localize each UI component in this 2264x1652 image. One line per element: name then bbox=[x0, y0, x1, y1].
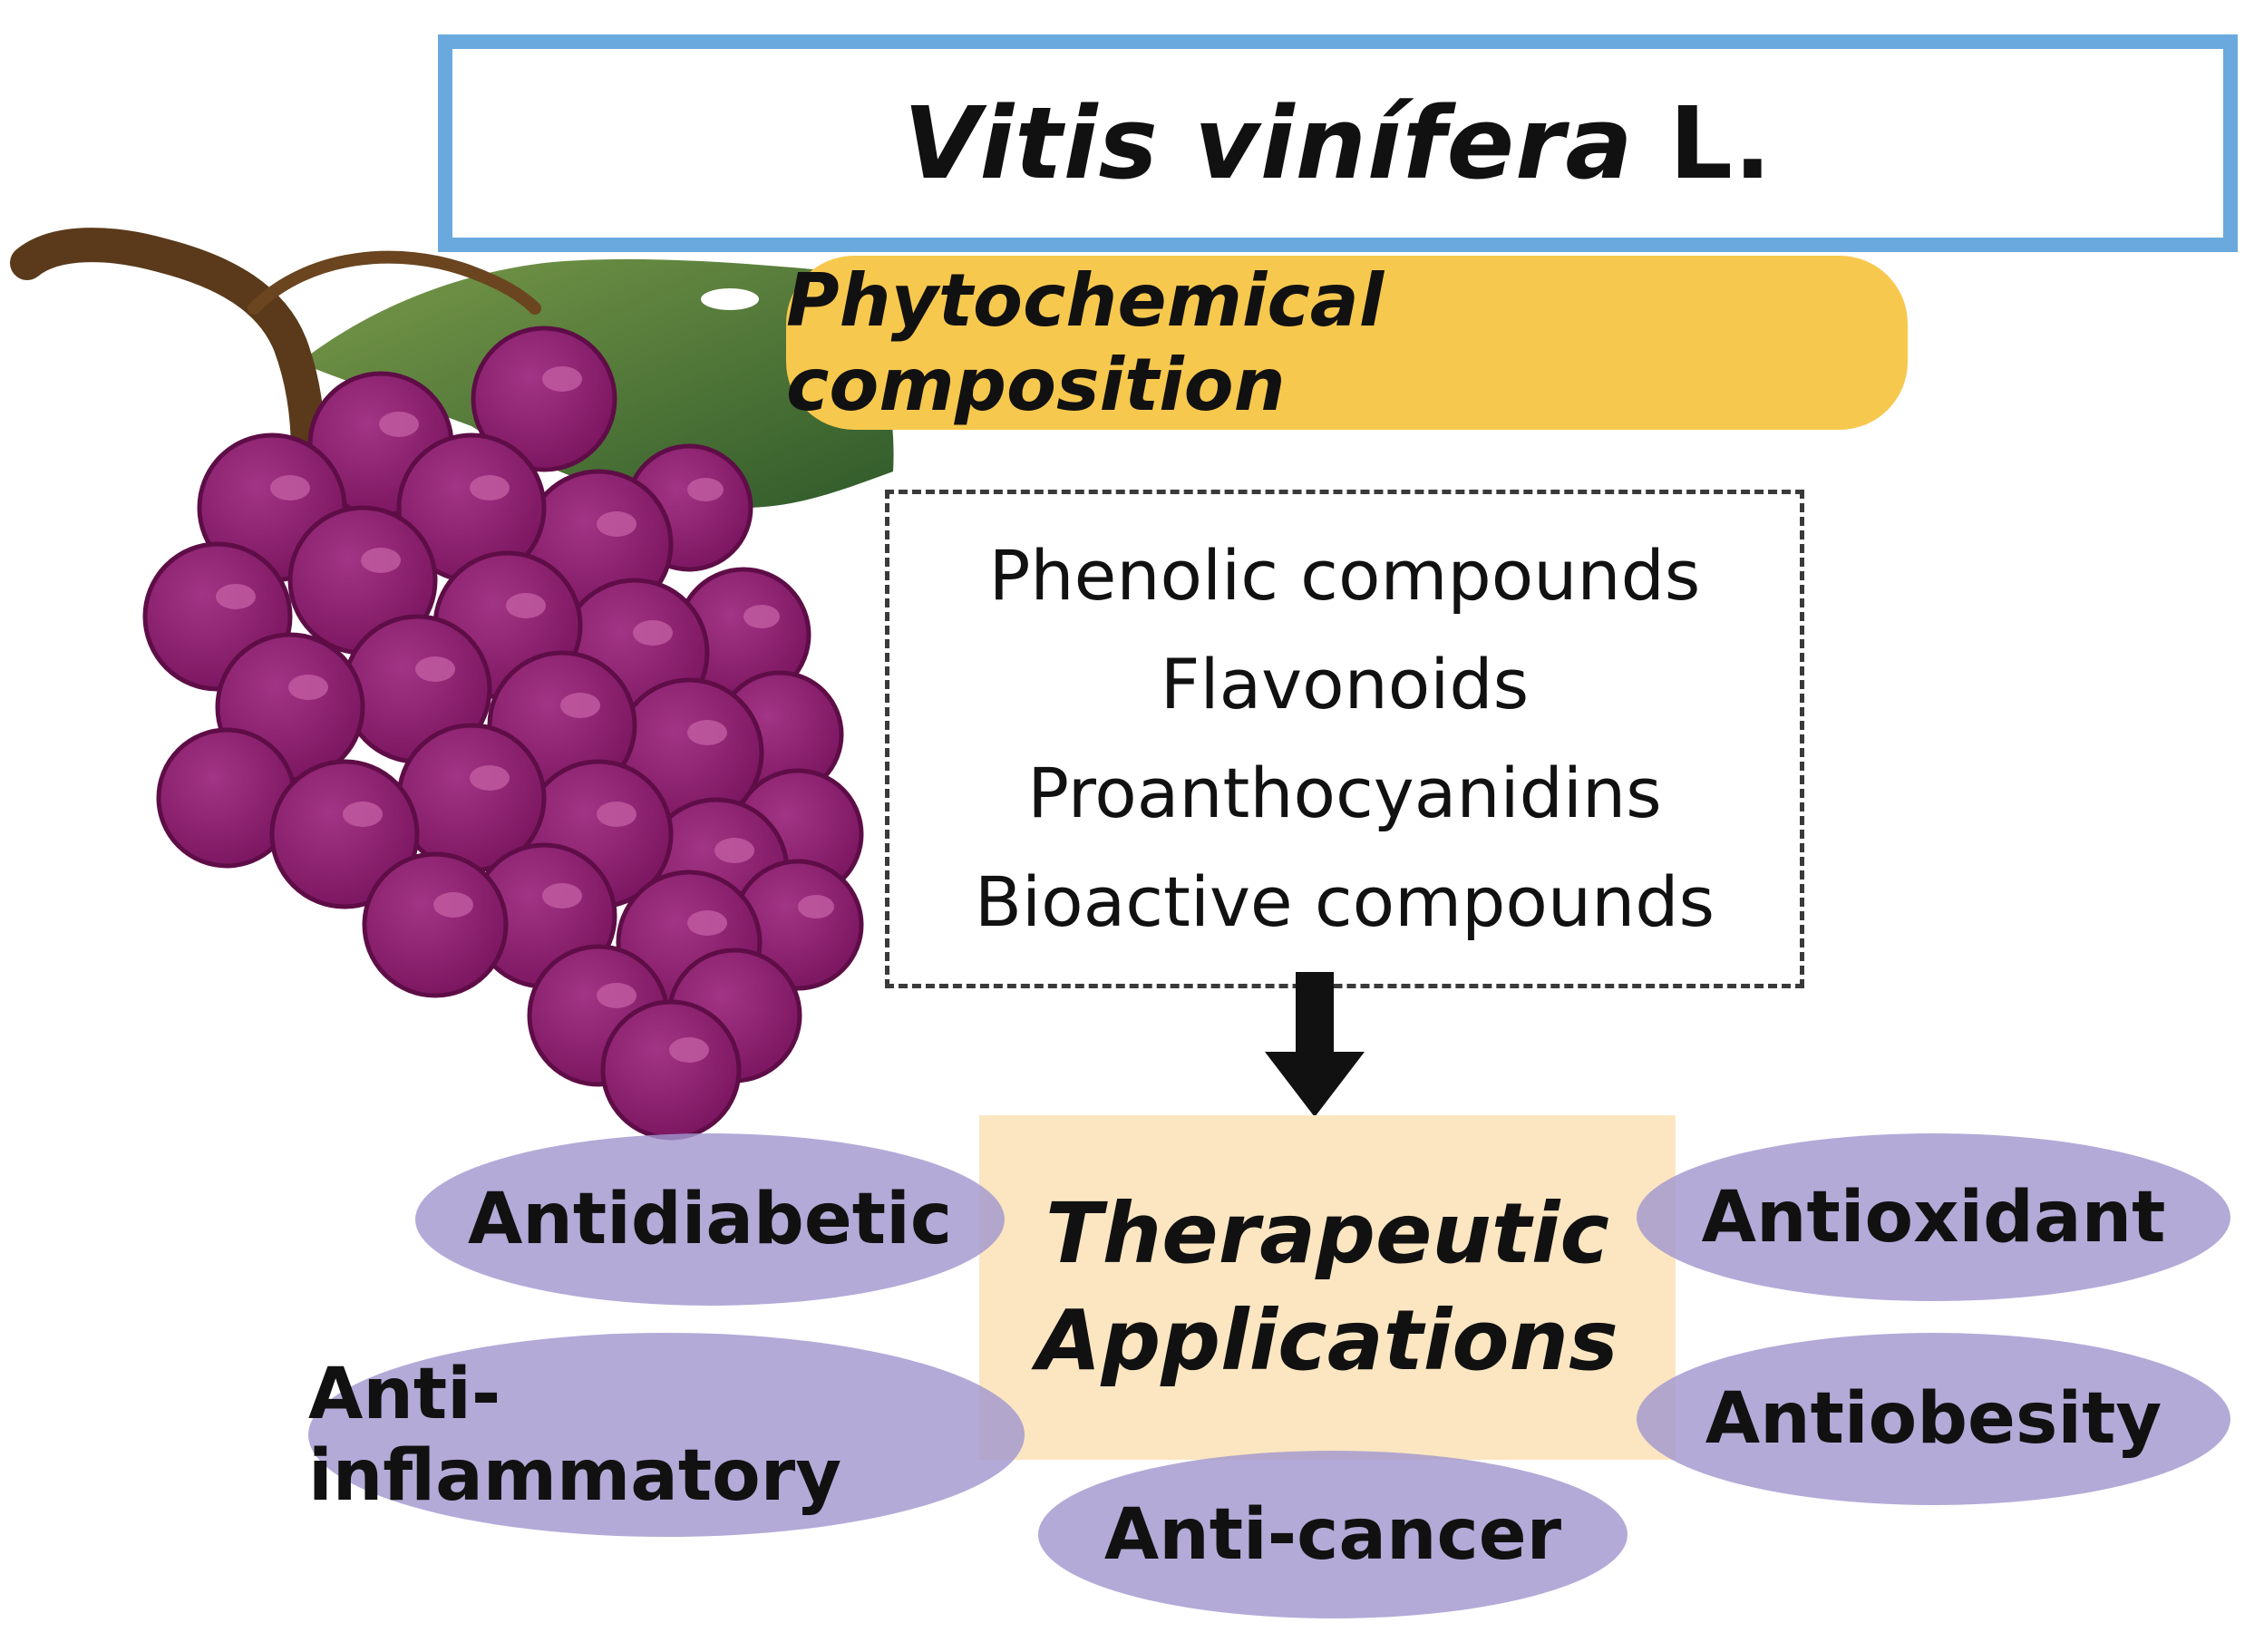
stem-shape bbox=[10, 228, 326, 471]
title-species: Vitis vinífera bbox=[903, 85, 1634, 201]
application-anti-inflammatory: Anti-inflammatory bbox=[308, 1333, 1025, 1537]
application-antioxidant: Antioxidant bbox=[1637, 1133, 2230, 1301]
phytochemical-heading: Phytochemical composition bbox=[786, 256, 1908, 430]
compound-item: Phenolic compounds bbox=[988, 535, 1701, 616]
application-antidiabetic: Antidiabetic bbox=[415, 1133, 1005, 1306]
application-antiobesity: Antiobesity bbox=[1637, 1333, 2230, 1505]
compound-item: Flavonoids bbox=[1160, 644, 1530, 724]
therapeutic-line-1: Therapeutic bbox=[1045, 1185, 1609, 1282]
title-authority: L. bbox=[1668, 85, 1773, 201]
compound-item: Proanthocyanidins bbox=[1027, 753, 1662, 833]
title-box: Vitis vinífera L. bbox=[438, 34, 2238, 252]
therapeutic-line-2: Applications bbox=[1036, 1292, 1618, 1389]
compounds-box: Phenolic compounds Flavonoids Proanthocy… bbox=[885, 490, 1804, 988]
application-anti-cancer: Anti-cancer bbox=[1038, 1451, 1628, 1618]
compound-item: Bioactive compounds bbox=[974, 861, 1715, 942]
down-arrow bbox=[1265, 972, 1365, 1117]
therapeutic-applications-box: Therapeutic Applications bbox=[979, 1115, 1676, 1460]
